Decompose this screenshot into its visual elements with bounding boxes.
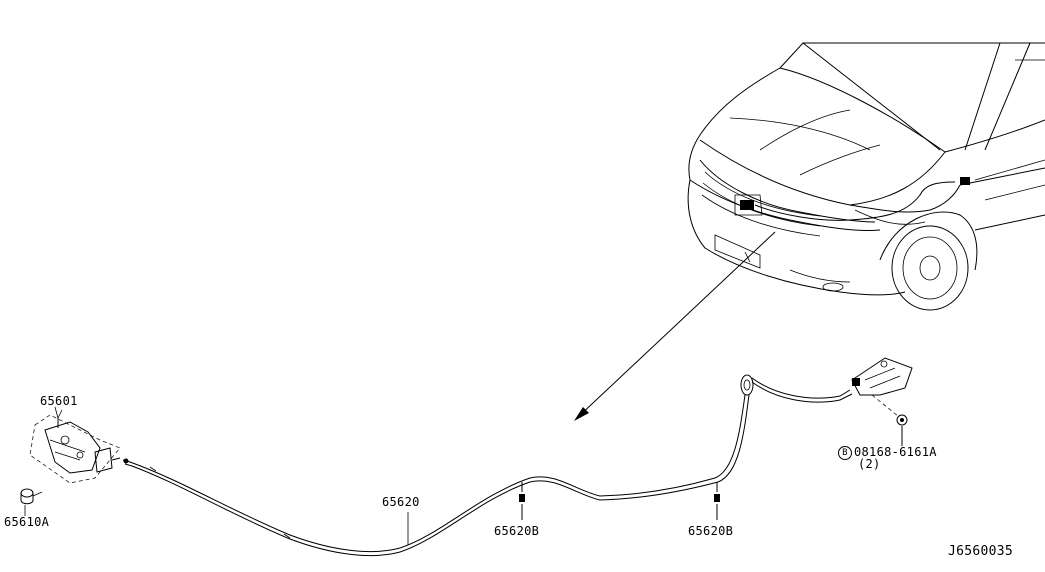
bolt-part-number: 08168-6161A <box>854 445 937 459</box>
bolt <box>896 414 908 446</box>
vehicle-front-illustration <box>574 42 1045 421</box>
hood-lock-bumper <box>20 488 43 505</box>
leader-65601 <box>54 406 59 419</box>
label-cable-clip-1: 65620B <box>494 524 540 538</box>
hood-release-handle <box>851 357 913 417</box>
label-cable-clip-2: 65620B <box>688 524 734 538</box>
hood-release-cable <box>122 374 853 557</box>
cable-clip-2 <box>714 482 720 520</box>
hood-lock-assembly <box>29 409 121 484</box>
label-release-cable: 65620 <box>382 495 420 509</box>
label-hood-lock: 65601 <box>40 394 78 408</box>
cable-clip-1 <box>519 482 525 520</box>
label-hood-lock-bumper: 65610A <box>4 515 50 529</box>
bolt-symbol: B <box>838 446 852 460</box>
diagram-code: J6560035 <box>948 544 1014 559</box>
label-bolt-quantity: (2) <box>858 457 881 471</box>
